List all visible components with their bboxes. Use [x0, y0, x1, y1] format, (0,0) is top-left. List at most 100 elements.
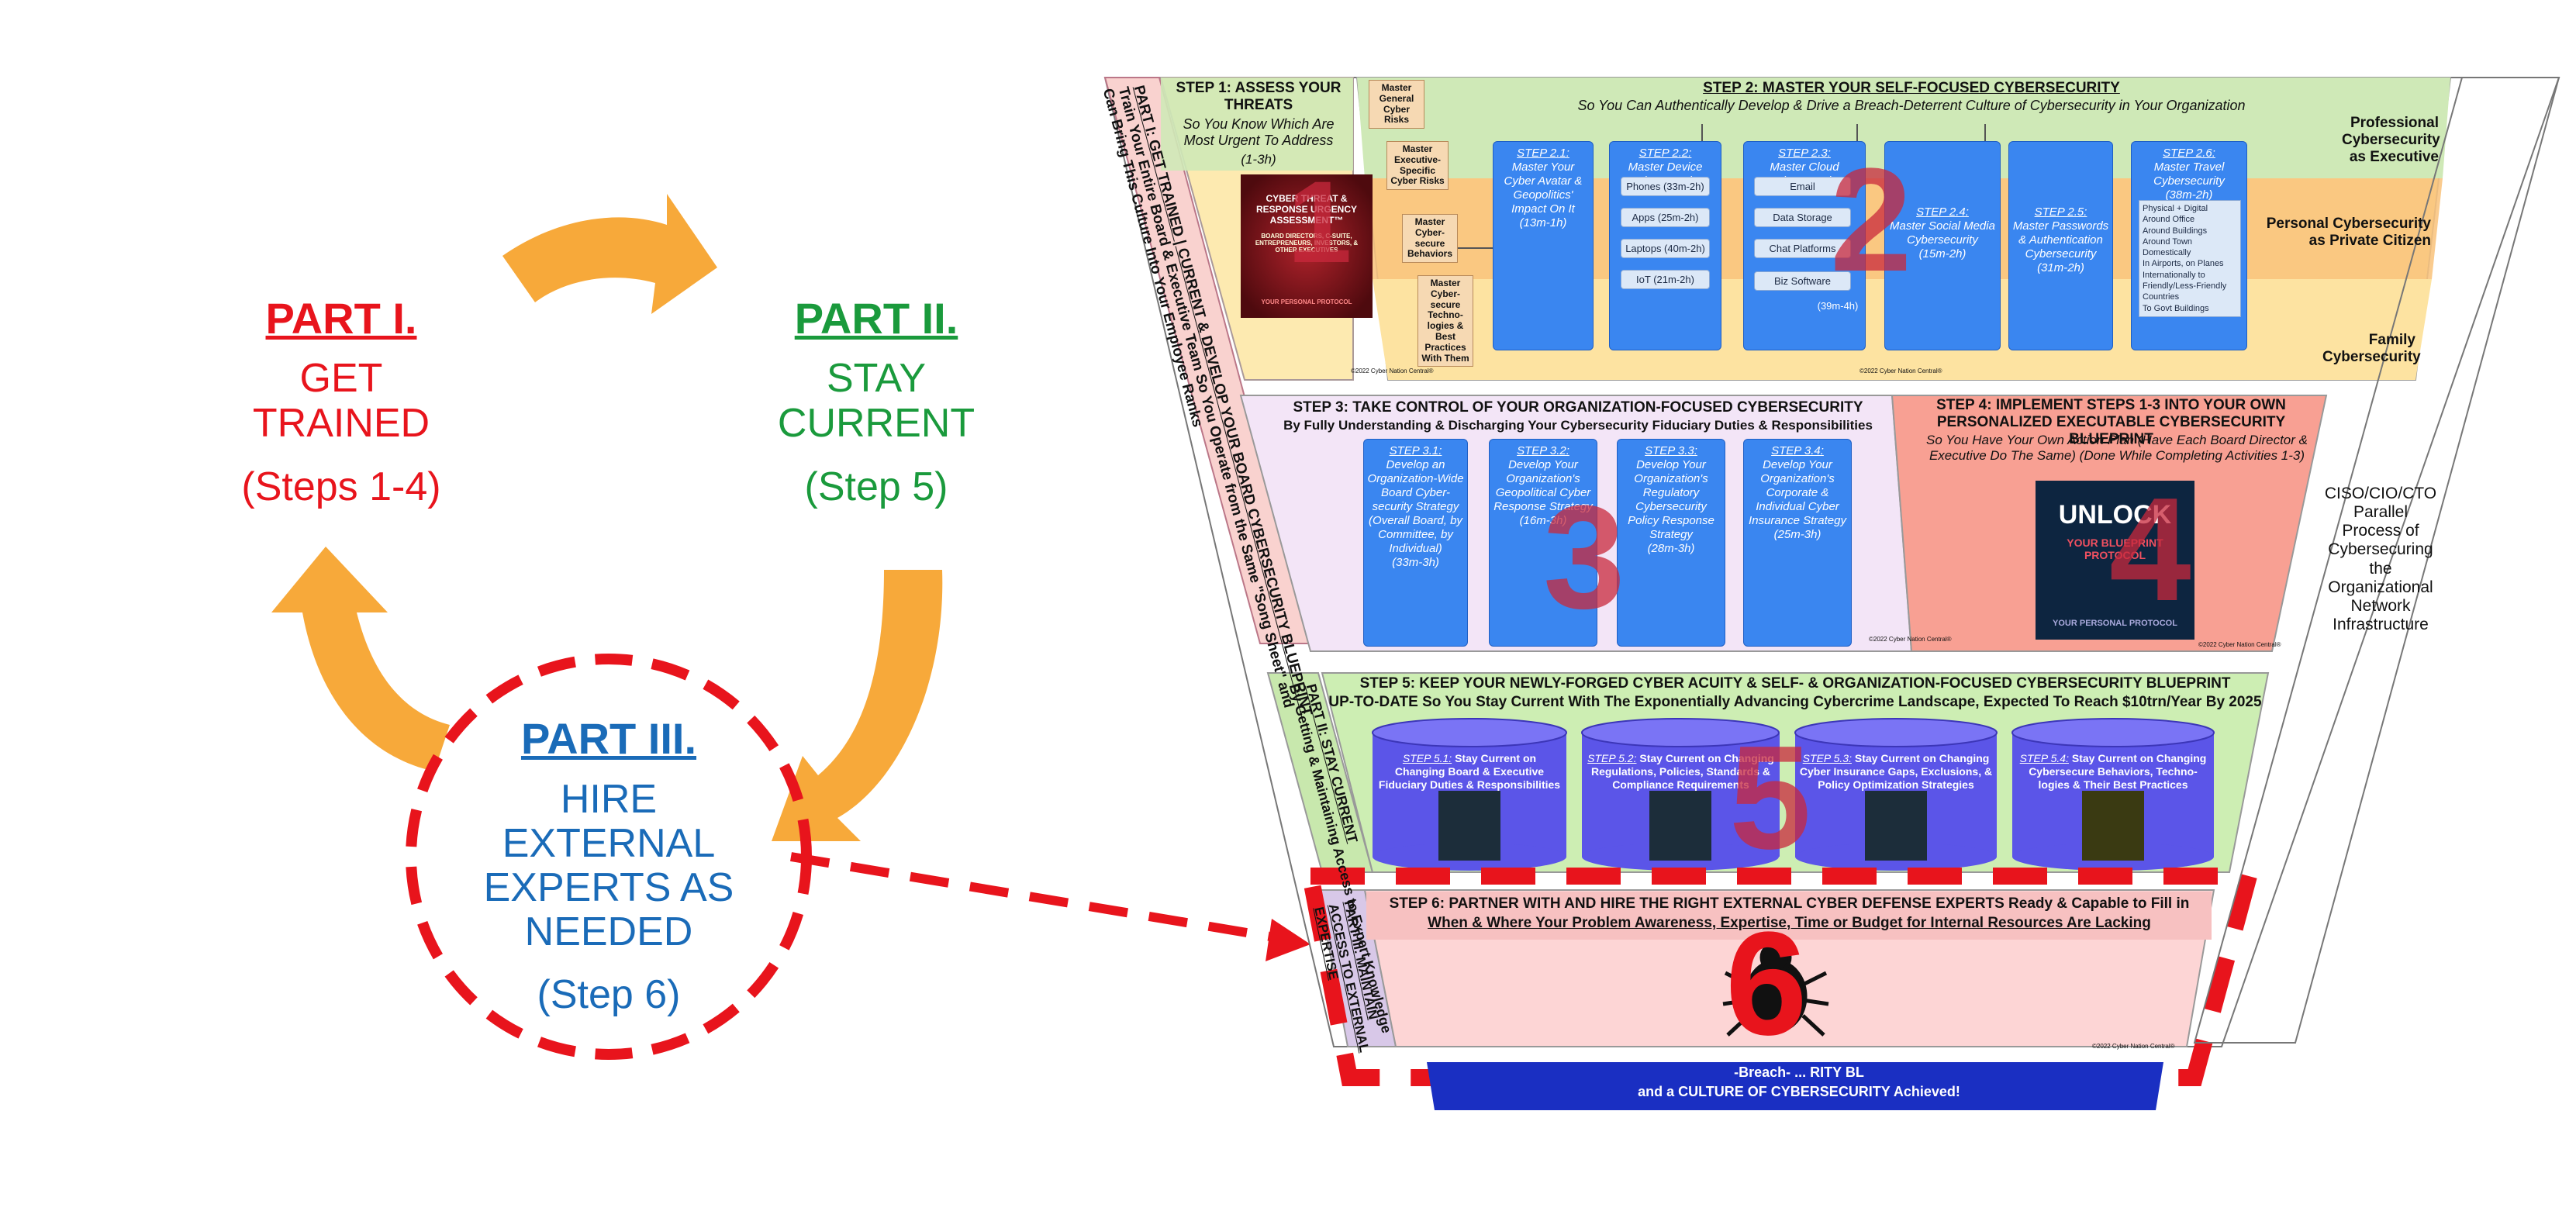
tag-executive-risks: Master Executive-Specific Cyber Risks: [1386, 141, 1449, 191]
step-number-5: 5: [1729, 716, 1811, 880]
step5-1-drum: STEP 5.1: Stay Current on Changing Board…: [1376, 752, 1563, 791]
step1-book-sub: BOARD DIRECTORS, C-SUITE, ENTREPRENEURS,…: [1255, 233, 1359, 254]
step4-book-cover: [2036, 481, 2194, 640]
bug-icon: [1722, 941, 1829, 1037]
step2-5-text: Master Passwords & Authentication Cybers…: [2012, 219, 2109, 260]
travel-item: In Airports, on Planes: [2143, 259, 2224, 269]
travel-item: Physical + Digital: [2143, 204, 2208, 213]
step-number-4: 4: [2109, 467, 2191, 632]
step5-2-label: STEP 5.2:: [1587, 752, 1637, 764]
copyright-step6: ©2022 Cyber Nation Central®: [2092, 1043, 2175, 1050]
copyright-step3: ©2022 Cyber Nation Central®: [1869, 636, 1952, 643]
bottom-result-bar: [1427, 1062, 2163, 1110]
step2-1-card: STEP 2.1: Master Your Cyber Avatar & Geo…: [1493, 141, 1594, 350]
step1-book-title: CYBER THREAT & RESPONSE URGENCY ASSESSME…: [1255, 193, 1358, 226]
step3-4-card: STEP 3.4: Develop Your Organization's Co…: [1743, 439, 1852, 647]
step4-sub: So You Have Your Own Action Plan (Have E…: [1925, 433, 2308, 463]
step2-title: STEP 2: MASTER YOUR SELF-FOCUSED CYBERSE…: [1703, 80, 2120, 96]
step5-3-text: Stay Current on Changing Cyber Insurance…: [1799, 752, 1993, 791]
part3-line4: NEEDED: [524, 909, 693, 954]
step5-4-label: STEP 5.4:: [2019, 752, 2069, 764]
step5-3-label: STEP 5.3:: [1802, 752, 1852, 764]
step3-4-label: STEP 3.4:: [1771, 444, 1824, 457]
device-apps: Apps (25m-2h): [1621, 208, 1710, 227]
travel-item: Around Office: [2143, 215, 2195, 225]
part3-line3: EXPERTS AS: [483, 865, 734, 910]
step6-sub: When & Where Your Problem Awareness, Exp…: [1428, 915, 2151, 931]
part3-line2: EXTERNAL: [502, 821, 716, 866]
cloud-biz-software: Biz Software: [1754, 271, 1851, 291]
arrow-part2-to-part3: [772, 570, 943, 841]
step2-4-text: Master Social Media Cybersecurity: [1890, 219, 1995, 247]
step5-4-text: Stay Current on Changing Cybersecure Beh…: [2029, 752, 2207, 791]
step2-4-card: STEP 2.4: Master Social Media Cybersecur…: [1884, 141, 2001, 350]
step-number-2: 2: [1830, 138, 1912, 302]
bottom-line2: and a CULTURE OF CYBERSECURITY Achieved!: [1638, 1084, 1960, 1099]
copyright-step4: ©2022 Cyber Nation Central®: [2198, 641, 2281, 648]
step1-book-footer: YOUR PERSONAL PROTOCOL: [1261, 298, 1352, 305]
band-professional: Professional Cybersecurity as Executive: [2342, 115, 2440, 165]
step2-4-label: STEP 2.4:: [1916, 205, 1969, 219]
band-personal: Personal Cybersecurity as Private Citize…: [2266, 216, 2431, 249]
step4-book-title: UNLOCK: [2058, 500, 2172, 530]
cloud-time: (39m-4h): [1817, 300, 1859, 312]
step-number-3: 3: [1543, 475, 1625, 640]
part1-title: PART I.: [265, 294, 417, 343]
ciso-panel: [2193, 77, 2560, 1044]
cloud-email: Email: [1754, 177, 1851, 196]
step2-sub: So You Can Authentically Develop & Drive…: [1577, 98, 2246, 113]
copyright-step1: ©2022 Cyber Nation Central®: [1351, 367, 1434, 374]
ciso-text: CISO/CIO/CTO Parallel Process of Cyberse…: [2324, 485, 2437, 633]
cloud-chat: Chat Platforms: [1754, 239, 1851, 258]
travel-item: Internationally to Friendly/Less-Friendl…: [2143, 270, 2227, 302]
step3-3-time: (28m-3h): [1647, 542, 1695, 555]
step3-4-text: Develop Your Organization's Corporate & …: [1749, 458, 1846, 527]
step3-3-card: STEP 3.3: Develop Your Organization's Re…: [1617, 439, 1725, 647]
step5-2-text: Stay Current on Changing Regulations, Po…: [1590, 752, 1774, 791]
step1-time: (1-3h): [1241, 152, 1276, 167]
travel-item: To Govt Buildings: [2143, 303, 2209, 313]
part2-steps: (Step 5): [804, 464, 948, 509]
cycle-arrows: [271, 194, 943, 841]
step5-sub: UP-TO-DATE So You Stay Current With The …: [1328, 694, 2262, 710]
part3-steps: (Step 6): [537, 972, 681, 1017]
step3-1-card: STEP 3.1: Develop an Organization-Wide B…: [1363, 439, 1468, 647]
step3-2-time: (16m-3h): [1519, 514, 1567, 527]
step5-3-drum: STEP 5.3: Stay Current on Changing Cyber…: [1799, 752, 1993, 791]
step5-1-text: Stay Current on Changing Board & Executi…: [1378, 752, 1561, 791]
step2-6-text: Master Travel Cybersecurity: [2153, 160, 2225, 188]
travel-list: Physical + Digital Around Office Around …: [2139, 200, 2241, 317]
device-laptops: Laptops (40m-2h): [1621, 239, 1710, 258]
bottom-line1: -Breach- ... RITY BL: [1734, 1064, 1864, 1080]
step5-title: STEP 5: KEEP YOUR NEWLY-FORGED CYBER ACU…: [1359, 675, 2231, 692]
step5-1-label: STEP 5.1:: [1402, 752, 1452, 764]
step6-dashed-frame: [1300, 868, 2260, 1086]
step2-5-card: STEP 2.5: Master Passwords & Authenticat…: [2008, 141, 2113, 350]
part2-line2: CURRENT: [777, 401, 975, 446]
tag-technologies: Master Cyber-secure Techno-logies & Best…: [1417, 275, 1473, 367]
part3-line1: HIRE: [560, 777, 658, 822]
travel-item: Around Town: [2143, 236, 2193, 247]
device-phones: Phones (33m-2h): [1621, 177, 1710, 196]
step2-3-label: STEP 2.3:: [1778, 147, 1831, 160]
step2-1-text: Master Your Cyber Avatar & Geopolitics' …: [1504, 160, 1583, 216]
step5-2-drum: STEP 5.2: Stay Current on Changing Regul…: [1586, 752, 1776, 791]
part1-line1: GET: [299, 356, 383, 401]
arrow-part1-to-part2: [502, 194, 717, 314]
step2-1-time: (13m-1h): [1519, 216, 1567, 229]
step3-title: STEP 3: TAKE CONTROL OF YOUR ORGANIZATIO…: [1293, 399, 1863, 416]
step4-title: STEP 4: IMPLEMENT STEPS 1-3 INTO YOUR OW…: [1936, 397, 2286, 447]
step3-4-time: (25m-3h): [1773, 528, 1822, 541]
step3-2-text: Develop Your Organization's Geopolitical…: [1493, 458, 1593, 513]
step3-1-time: (33m-3h): [1392, 556, 1439, 569]
step1-title: STEP 1: ASSESS YOUR THREATS: [1176, 80, 1342, 113]
step4-book-sub: YOUR BLUEPRINT PROTOCOL: [2067, 536, 2163, 562]
dashed-connector-head: [1266, 919, 1310, 961]
step2-6-label: STEP 2.6:: [2163, 147, 2215, 160]
step3-2-label: STEP 3.2:: [1517, 444, 1569, 457]
step3-2-card: STEP 3.2: Develop Your Organization's Ge…: [1489, 439, 1597, 647]
copyright-step2: ©2022 Cyber Nation Central®: [1859, 367, 1942, 374]
step3-1-text: Develop an Organization-Wide Board Cyber…: [1367, 458, 1464, 555]
step5-4-drum: STEP 5.4: Stay Current on Changing Cyber…: [2016, 752, 2210, 791]
travel-item: Domestically: [2143, 248, 2191, 258]
